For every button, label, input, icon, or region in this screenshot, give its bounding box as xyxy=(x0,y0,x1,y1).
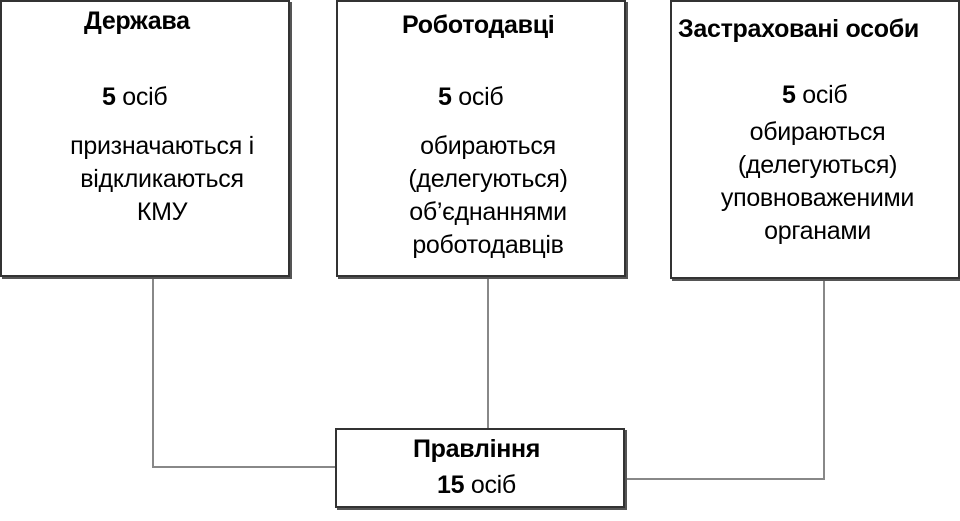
state-description: призначаються і відкликаються КМУ xyxy=(32,130,292,229)
connector-insured-to-board xyxy=(625,279,825,480)
insured-persons-count-unit: осіб xyxy=(802,81,848,109)
employers-count: 5 осіб xyxy=(438,82,504,112)
employers-desc-line: (делегуються) xyxy=(408,165,568,193)
insured-persons-desc-line: (делегуються) xyxy=(737,151,898,179)
board-box: Правління 15 осіб xyxy=(335,428,625,508)
insured-persons-title: Застраховані особи xyxy=(678,15,919,43)
state-count-number: 5 xyxy=(102,83,116,111)
board-count-unit: осіб xyxy=(470,471,516,499)
employers-desc-line: об’єднаннями xyxy=(409,198,567,226)
employers-desc-line: обираються xyxy=(420,132,556,160)
connector-state-to-board xyxy=(152,266,335,468)
employers-box: Роботодавці 5 осіб обираються (делегують… xyxy=(336,0,626,277)
insured-persons-description: обираються (делегуються) уповноваженими … xyxy=(680,116,955,248)
state-desc-line: призначаються і xyxy=(70,132,254,160)
employers-title: Роботодавці xyxy=(402,11,555,39)
state-desc-line: КМУ xyxy=(136,198,188,226)
state-box: Держава 5 осіб призначаються і відкликаю… xyxy=(0,0,290,277)
board-title: Правління xyxy=(413,435,541,463)
insured-persons-desc-line: обираються xyxy=(749,118,886,146)
state-count-unit: осіб xyxy=(122,83,168,111)
state-desc-line: відкликаються xyxy=(80,165,244,193)
state-title: Держава xyxy=(84,7,190,35)
employers-count-number: 5 xyxy=(438,83,452,111)
insured-persons-box: Застраховані особи 5 осіб обираються (де… xyxy=(670,0,960,279)
insured-persons-desc-line: уповноваженими xyxy=(720,184,915,212)
insured-persons-count: 5 осіб xyxy=(782,80,848,110)
board-count-number: 15 xyxy=(437,471,465,499)
state-count: 5 осіб xyxy=(102,82,168,112)
employers-count-unit: осіб xyxy=(458,83,504,111)
board-count: 15 осіб xyxy=(437,470,516,500)
insured-persons-count-number: 5 xyxy=(782,81,796,109)
insured-persons-desc-line: органами xyxy=(764,217,871,245)
employers-description: обираються (делегуються) об’єднаннями ро… xyxy=(343,130,633,262)
employers-desc-line: роботодавців xyxy=(412,231,564,259)
